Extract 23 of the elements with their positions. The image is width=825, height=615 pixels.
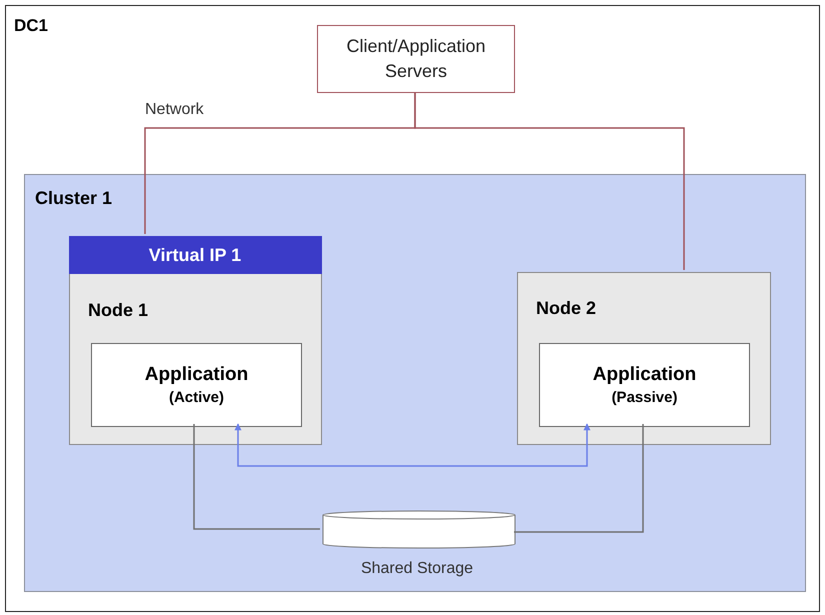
virtual-ip-band: Virtual IP 1 xyxy=(68,236,322,274)
heading: Node 2 xyxy=(536,298,596,319)
storage-caption: Shared Storage xyxy=(360,560,474,578)
heading: Cluster 1 xyxy=(35,188,112,209)
application-box xyxy=(539,343,750,427)
application-label: Application xyxy=(144,364,250,386)
datacenter-panel xyxy=(5,5,820,612)
application-box xyxy=(91,343,302,427)
heading: Node 1 xyxy=(88,300,148,321)
cylinder-shape xyxy=(322,510,516,548)
box-label: Client/Application Servers xyxy=(345,35,487,83)
node-box xyxy=(517,272,771,445)
connector-line xyxy=(193,424,320,530)
arrow xyxy=(234,423,590,467)
connector-line xyxy=(414,92,685,270)
application-label: Application xyxy=(592,364,698,386)
status-label: (Passive) xyxy=(610,389,678,406)
cluster-panel xyxy=(24,174,806,592)
status-label: (Active) xyxy=(168,389,225,406)
server-box xyxy=(317,25,515,93)
node-box xyxy=(69,236,322,445)
heading: DC1 xyxy=(14,16,48,36)
connector-line xyxy=(514,424,644,533)
